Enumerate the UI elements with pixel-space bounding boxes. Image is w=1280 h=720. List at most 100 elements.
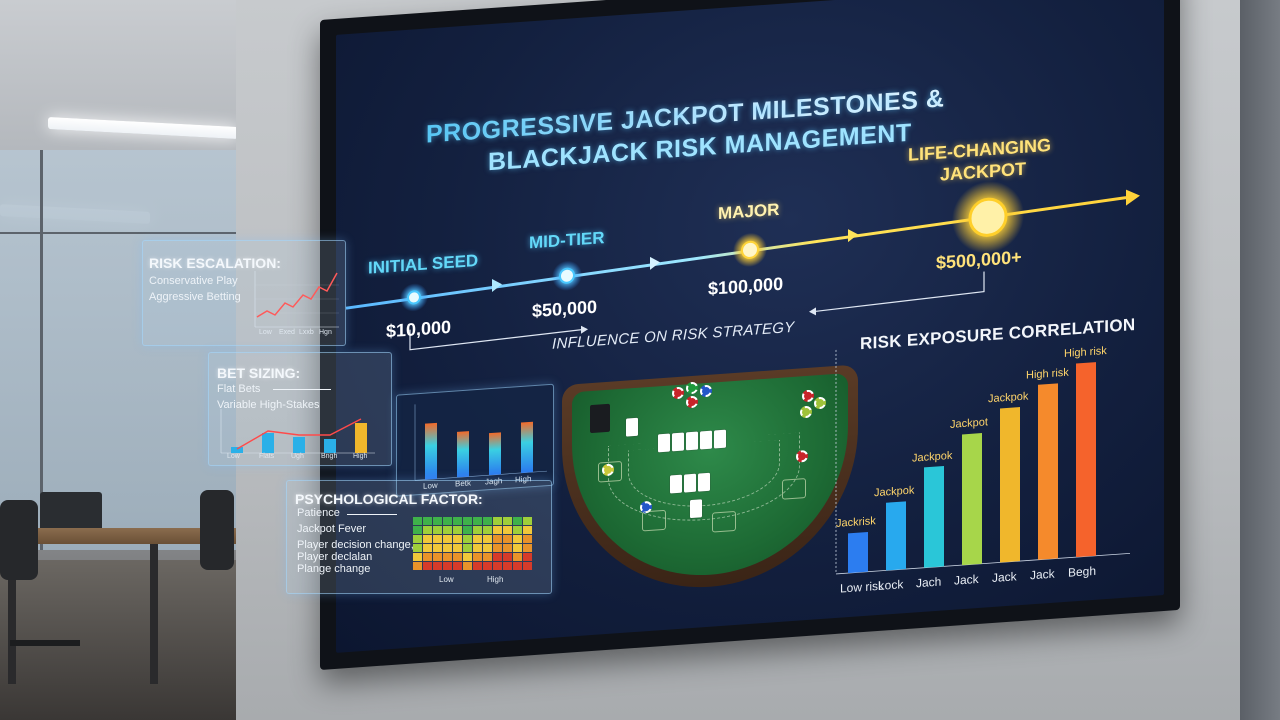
heatmap-cell bbox=[513, 562, 522, 570]
playing-card bbox=[626, 417, 638, 437]
risk-exposure-bar bbox=[886, 501, 906, 571]
heatmap-cell bbox=[423, 544, 432, 552]
heatmap-cell bbox=[453, 562, 462, 570]
psychological-factor-panel: PSYCHOLOGICAL FACTOR: Patience Jackpot F… bbox=[286, 480, 552, 594]
bet-sizing-axis-label: Low bbox=[227, 453, 240, 460]
playing-card bbox=[658, 433, 670, 453]
mini-bar-chart bbox=[414, 404, 547, 481]
heatmap-cell bbox=[443, 562, 452, 570]
heatmap-cell bbox=[503, 535, 512, 543]
psychological-factor-arrow bbox=[347, 514, 397, 515]
mini-bar bbox=[425, 422, 437, 480]
blackjack-table bbox=[562, 364, 858, 598]
milestone-label-major: MAJOR bbox=[718, 199, 780, 224]
bet-sizing-bar bbox=[324, 439, 336, 453]
heatmap-cell bbox=[453, 544, 462, 552]
risk-exposure-category-label: Begh bbox=[1068, 563, 1097, 580]
betting-spot bbox=[598, 460, 622, 483]
heatmap-cell bbox=[513, 544, 522, 552]
heatmap-cell bbox=[443, 553, 452, 561]
heatmap-cell bbox=[493, 535, 502, 543]
heatmap-cell bbox=[443, 526, 452, 534]
mini-bar bbox=[489, 432, 501, 476]
timeline-arrow-1 bbox=[492, 278, 502, 292]
desk-leg bbox=[150, 544, 158, 684]
risk-exposure-category-label: Jack bbox=[1030, 566, 1055, 583]
playing-card bbox=[714, 429, 726, 449]
risk-exposure-category-label: Lock bbox=[878, 577, 904, 593]
betting-spot bbox=[712, 510, 736, 533]
heatmap-cell bbox=[493, 562, 502, 570]
risk-escalation-title: RISK ESCALATION: bbox=[149, 255, 281, 271]
timeline-arrowhead bbox=[1126, 189, 1140, 206]
heatmap-cell bbox=[503, 526, 512, 534]
heatmap-cell bbox=[483, 553, 492, 561]
bet-sizing-title: BET SIZING: bbox=[217, 365, 301, 381]
psychological-factor-line: Jackpot Fever bbox=[297, 523, 367, 535]
heatmap-cell bbox=[483, 517, 492, 525]
risk-escalation-axis-label: Lxxb bbox=[299, 329, 314, 336]
heatmap-cell bbox=[523, 535, 532, 543]
playing-card bbox=[672, 432, 684, 452]
bet-sizing-axis-label: High bbox=[353, 453, 368, 460]
heatmap-cell bbox=[453, 535, 462, 543]
bet-sizing-line: Variable High-Stakes bbox=[217, 399, 320, 411]
betting-spot bbox=[782, 478, 806, 500]
mini-bar bbox=[457, 431, 469, 478]
heatmap-cell bbox=[453, 526, 462, 534]
heatmap-cell bbox=[483, 562, 492, 570]
heatmap-cell bbox=[413, 526, 422, 534]
psychological-factor-line: Player declalan bbox=[297, 551, 373, 563]
heatmap-cell bbox=[463, 517, 472, 525]
heatmap-cell bbox=[463, 526, 472, 534]
heatmap-cell bbox=[413, 553, 422, 561]
heatmap-cell bbox=[493, 517, 502, 525]
heatmap-cell bbox=[433, 544, 442, 552]
heatmap-cell bbox=[423, 535, 432, 543]
heatmap-cell bbox=[433, 526, 442, 534]
risk-exposure-bar bbox=[1000, 407, 1020, 563]
heatmap-cell bbox=[523, 553, 532, 561]
bet-sizing-bar bbox=[355, 423, 367, 453]
bet-sizing-line: Flat Bets bbox=[217, 383, 261, 395]
heatmap-cell bbox=[473, 553, 482, 561]
heatmap-cell bbox=[513, 535, 522, 543]
heatmap-cell bbox=[503, 517, 512, 525]
heatmap-cell bbox=[433, 535, 442, 543]
heatmap-cell bbox=[523, 544, 532, 552]
office-chair-base bbox=[10, 640, 80, 646]
playing-card bbox=[700, 430, 712, 450]
heatmap-cell bbox=[413, 517, 422, 525]
wall-display-screen: PROGRESSIVE JACKPOT MILESTONES & BLACKJA… bbox=[320, 0, 1180, 671]
risk-exposure-category-label: Jack bbox=[992, 569, 1017, 586]
mini-bar-chart-panel: Low Betk Jagh High bbox=[396, 383, 554, 497]
risk-escalation-line-chart bbox=[254, 271, 339, 328]
screen-content: PROGRESSIVE JACKPOT MILESTONES & BLACKJA… bbox=[336, 0, 1164, 653]
mini-bar bbox=[521, 421, 533, 473]
heatmap-cell bbox=[463, 562, 472, 570]
risk-exposure-bar bbox=[1038, 383, 1058, 560]
heatmap-cell bbox=[443, 544, 452, 552]
heatmap-cell bbox=[503, 553, 512, 561]
desk-leg bbox=[8, 544, 16, 684]
desk-monitor bbox=[40, 492, 102, 532]
risk-exposure-bar bbox=[962, 433, 982, 566]
influence-connector-left bbox=[409, 329, 582, 351]
heatmap-cell bbox=[433, 517, 442, 525]
bet-sizing-axis-label: Bngh bbox=[321, 453, 338, 460]
psychological-factor-line: Player decision change, bbox=[297, 539, 414, 551]
office-chair bbox=[200, 490, 234, 570]
glass-frame bbox=[0, 232, 240, 234]
heatmap-cell bbox=[413, 544, 422, 552]
playing-card bbox=[690, 499, 702, 519]
heatmap-cell bbox=[423, 517, 432, 525]
risk-escalation-axis-label: Hgn bbox=[319, 329, 332, 336]
heatmap-cell bbox=[463, 553, 472, 561]
psychological-factor-line: Plange change bbox=[297, 563, 371, 575]
heatmap-cell bbox=[443, 517, 452, 525]
bet-sizing-line-series bbox=[236, 418, 362, 450]
risk-escalation-axis-label: Low bbox=[259, 329, 272, 336]
heatmap-cell bbox=[453, 517, 462, 525]
risk-exposure-category-label: Jack bbox=[954, 571, 979, 588]
risk-escalation-line: Conservative Play bbox=[149, 275, 238, 287]
